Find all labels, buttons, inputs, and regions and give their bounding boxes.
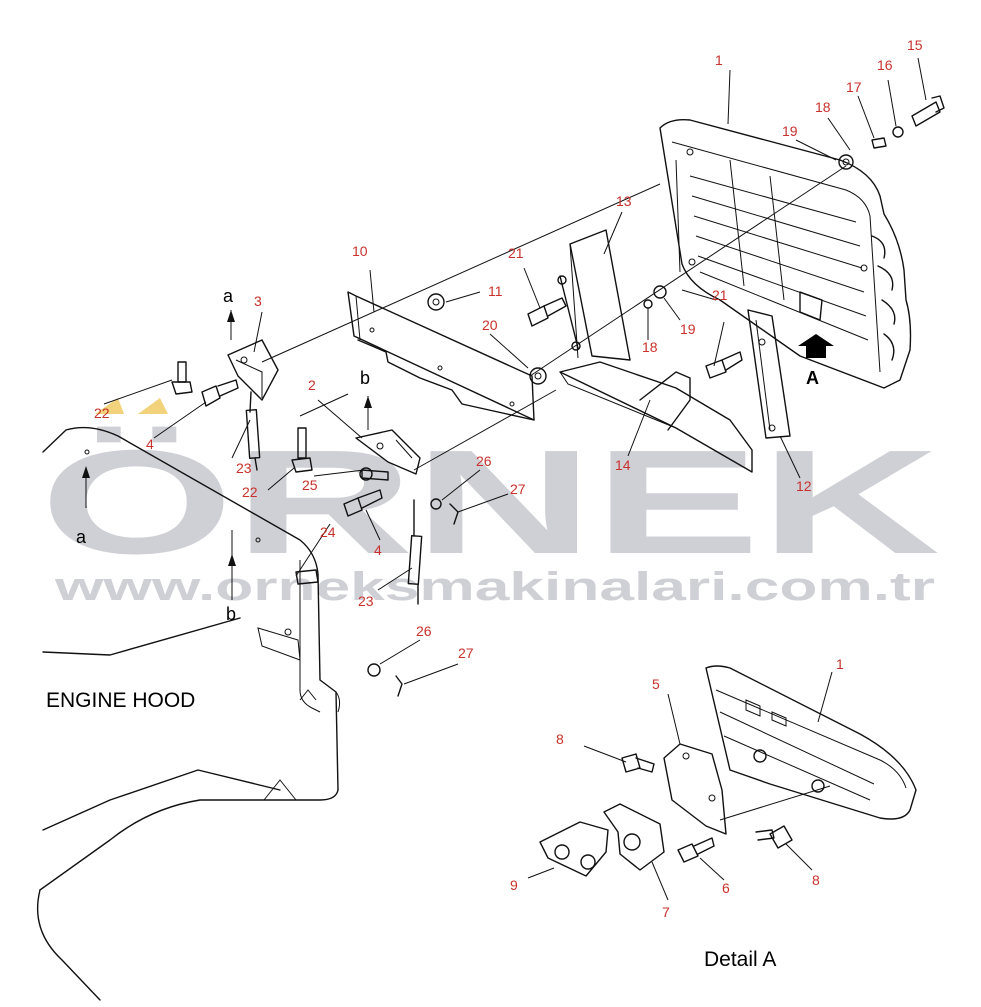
part-number-17: 17 <box>846 79 862 95</box>
bolt-22-left <box>171 361 193 395</box>
gas-strut-left <box>245 391 261 471</box>
bolt-21-right <box>705 351 743 379</box>
washer-18-19-mid <box>643 285 667 309</box>
panel-12 <box>747 309 791 439</box>
bolt-8-right <box>755 825 793 849</box>
bolt-left <box>201 379 239 407</box>
hinge-bracket-2 <box>355 429 421 475</box>
part-number-21-left: 21 <box>508 245 524 261</box>
part-number-labels: 1 15 16 17 18 19 13 21 10 11 20 3 21 19 … <box>94 37 923 920</box>
part-number-22-left: 22 <box>94 405 110 421</box>
part-number-4-mid: 4 <box>374 542 382 558</box>
part-number-9: 9 <box>510 877 518 893</box>
part-number-23-mid: 23 <box>358 593 374 609</box>
engine-hood-caption: ENGINE HOOD <box>46 689 195 712</box>
part-number-27-bottom: 27 <box>458 645 474 661</box>
pin-24 <box>295 569 319 585</box>
leader-lines <box>103 57 927 901</box>
part-number-19-top: 19 <box>782 123 798 139</box>
grille-assembly <box>659 118 912 389</box>
part-number-15: 15 <box>907 37 923 53</box>
part-number-3: 3 <box>254 293 262 309</box>
part-number-11: 11 <box>488 283 503 299</box>
part-number-8-left: 8 <box>556 731 564 747</box>
part-number-19-mid: 19 <box>680 321 696 337</box>
view-marker-b-top: b <box>360 368 372 430</box>
part-number-8-right: 8 <box>812 872 820 888</box>
nut-18-19-top <box>838 154 854 170</box>
detail-a-caption: Detail A <box>704 948 776 971</box>
watermark-accent-mark <box>95 398 168 414</box>
part-number-23-left: 23 <box>236 460 252 476</box>
part-number-16: 16 <box>877 57 893 73</box>
engine-hood <box>36 426 341 1001</box>
clip-9 <box>539 821 609 877</box>
view-marker-b-bottom-label: b <box>226 604 236 624</box>
part-number-6: 6 <box>722 880 730 896</box>
washer-pin-bottom <box>367 663 403 697</box>
bracket-5 <box>663 743 727 835</box>
part-number-1: 1 <box>715 52 723 68</box>
part-number-21-right: 21 <box>712 287 728 303</box>
bracket-7 <box>603 803 665 871</box>
part-number-25: 25 <box>302 477 318 493</box>
part-number-26-top: 26 <box>476 453 492 469</box>
part-number-27-top: 27 <box>510 481 526 497</box>
pin-25 <box>359 467 389 481</box>
washer-16 <box>892 126 904 138</box>
view-arrow-A-label: A <box>806 368 819 388</box>
part-number-12: 12 <box>796 478 812 494</box>
panel-13 <box>569 229 631 361</box>
pin-17 <box>871 137 887 149</box>
view-arrow-A: A <box>798 334 834 388</box>
detail-a <box>539 665 917 877</box>
reference-lines <box>261 165 847 471</box>
bolt-15 <box>911 95 945 127</box>
part-number-18-top: 18 <box>815 99 831 115</box>
bolt-mid <box>343 489 383 517</box>
bolt-6 <box>677 837 715 863</box>
part-number-2: 2 <box>308 377 316 393</box>
bolt-8-left <box>621 753 655 773</box>
part-number-1-detail: 1 <box>836 656 844 672</box>
nut-11 <box>427 293 445 311</box>
bolt-22-mid <box>291 427 313 473</box>
part-number-18-mid: 18 <box>642 339 658 355</box>
view-marker-a-bottom-label: a <box>76 527 87 547</box>
hinge-bracket <box>227 339 279 401</box>
watermark-brand: ÖRNEK <box>40 420 940 585</box>
part-number-14: 14 <box>615 457 631 473</box>
part-number-7: 7 <box>662 904 670 920</box>
part-number-20: 20 <box>482 317 498 333</box>
part-number-22-mid: 22 <box>242 484 258 500</box>
view-marker-b-bottom: b <box>226 530 236 624</box>
view-marker-a-top-label: a <box>223 286 234 306</box>
bracket-plate <box>347 291 535 421</box>
view-marker-a-top: a <box>223 286 235 340</box>
watermark-url: www.orneksmakinalari.com.tr <box>53 565 935 609</box>
view-marker-b-top-label: b <box>360 368 370 388</box>
panel-14 <box>559 361 753 473</box>
watermark: ÖRNEK www.orneksmakinalari.com.tr <box>40 398 940 609</box>
view-marker-a-bottom: a <box>76 466 90 547</box>
part-number-13: 13 <box>616 193 632 209</box>
rod-21-left <box>557 275 581 351</box>
part-number-24: 24 <box>320 524 336 540</box>
part-number-5: 5 <box>652 676 660 692</box>
part-number-26-bottom: 26 <box>416 623 432 639</box>
part-number-4-left: 4 <box>146 436 154 452</box>
gas-strut-mid <box>407 499 423 605</box>
part-number-10: 10 <box>352 243 368 259</box>
bolt-21-left <box>527 297 567 327</box>
